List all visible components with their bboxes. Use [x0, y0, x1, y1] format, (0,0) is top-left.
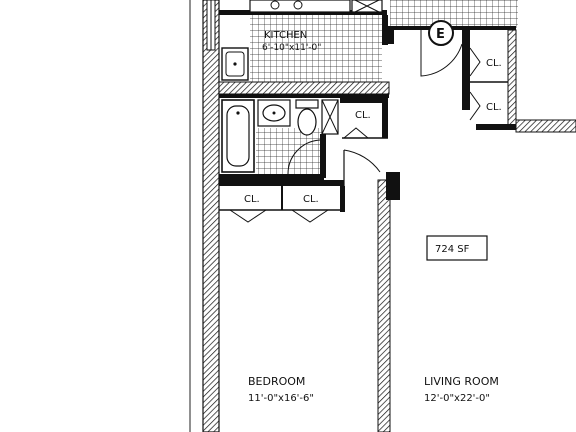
foyer-tile-floor [390, 0, 518, 28]
bath-bottom-wall [219, 174, 324, 180]
kitchen-bath-wall [218, 81, 390, 95]
bedroom-living-wall [377, 179, 391, 432]
area-label: 724 SF [435, 244, 470, 255]
bedroom-door-swing [343, 149, 381, 173]
bedroom-closet-right-wall [340, 186, 345, 212]
bath-right-wall [320, 134, 326, 178]
kitchen-dims: 6'-10"x11'-0" [262, 43, 321, 53]
kitchen-label: KITCHEN [264, 30, 307, 41]
bedroom-closet-1-label: CL. [244, 194, 260, 205]
bedroom-closet-2-label: CL. [303, 194, 319, 205]
living-closet-1-label: CL. [486, 58, 502, 69]
partition-top-wall [386, 172, 400, 200]
living-room-dims: 12'-0"x22'-0" [424, 393, 490, 404]
kitchen-bath-wall-inner [219, 94, 389, 98]
hall-closet-wall [340, 98, 388, 103]
bedroom-closet-1-door [229, 209, 267, 223]
living-closet-1-door [469, 47, 481, 77]
bath-door-swing [287, 139, 321, 175]
stove-burner-icon [293, 0, 303, 10]
entry-door-swing [420, 30, 463, 77]
kitchen-tile-floor [250, 12, 382, 82]
living-closet-2-door [469, 91, 481, 121]
bedroom-label: BEDROOM [248, 375, 305, 388]
living-closet-outer-wall [507, 29, 517, 127]
area-box [426, 235, 488, 261]
entry-marker-circle [428, 20, 454, 46]
lavatory-drain-icon [272, 111, 276, 115]
stove-burner-icon [270, 0, 280, 10]
bedroom-closet-2-door [291, 209, 329, 223]
living-room-label: LIVING ROOM [424, 375, 499, 388]
drain-icon [233, 62, 237, 66]
tub-drain-icon [236, 111, 240, 115]
toilet-tank [295, 99, 319, 109]
foyer-left-wall [388, 30, 394, 44]
hall-closet-label: CL. [355, 110, 371, 121]
living-closet-wall [462, 30, 470, 110]
hall-closet-door [343, 127, 369, 139]
bedroom-dims: 11'-0"x16'-6" [248, 393, 314, 404]
kitchen-right-wall [382, 15, 388, 45]
bathtub-basin [226, 105, 250, 167]
linen-closet-x-icon [321, 99, 339, 135]
toilet-bowl [297, 108, 317, 136]
refrigerator-x-icon [354, 0, 380, 13]
living-closet-2-label: CL. [486, 102, 502, 113]
living-closet-bottom-wall [476, 124, 516, 130]
living-top-wall [515, 119, 576, 133]
left-exterior-wall [202, 0, 220, 432]
entry-marker-label: E [436, 27, 445, 42]
hall-closet-right-wall [382, 98, 388, 138]
bedroom-top-wall [219, 180, 344, 186]
